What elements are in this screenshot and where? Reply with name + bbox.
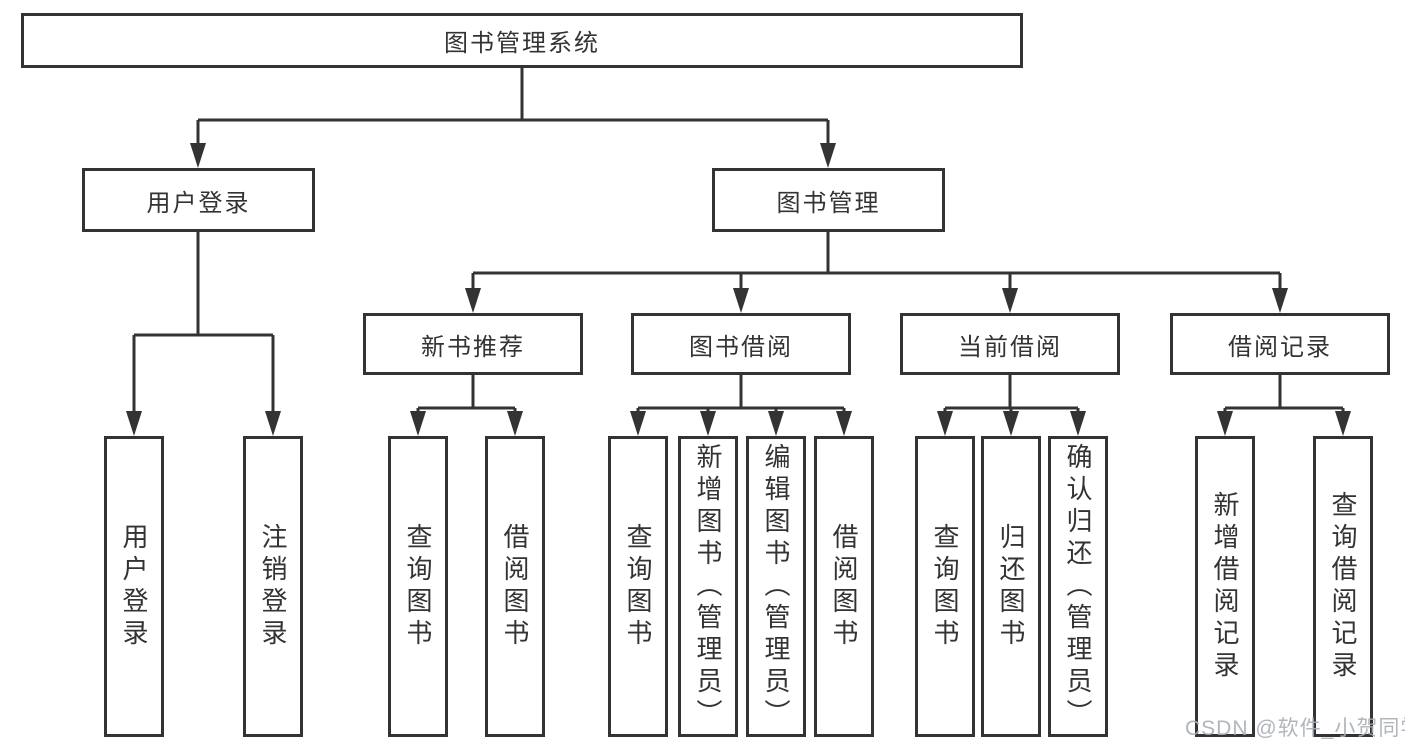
node-logout-label: 注销登录	[258, 522, 288, 651]
node-query-borrow-record: 查询借阅记录	[1313, 436, 1373, 737]
node-confirm-return-admin-label: 确认归还（管理员）	[1063, 442, 1093, 731]
node-query-books-current-label: 查询图书	[930, 522, 960, 651]
node-logout: 注销登录	[243, 436, 303, 737]
node-library-management-system: 图书管理系统	[21, 13, 1023, 68]
node-borrow-books-label: 借阅图书	[829, 522, 859, 651]
node-return-books-label: 归还图书	[996, 522, 1026, 651]
node-borrow-books-recommend: 借阅图书	[485, 436, 545, 737]
node-add-book-admin-label: 新增图书（管理员）	[693, 442, 723, 731]
node-user-login-leaf-label: 用户登录	[119, 522, 149, 651]
node-new-book-recommendation-label: 新书推荐	[421, 333, 525, 361]
node-query-books-borrowing: 查询图书	[608, 436, 668, 737]
node-borrow-books: 借阅图书	[814, 436, 874, 737]
node-borrowing-records: 借阅记录	[1170, 313, 1390, 375]
node-library-management-system-label: 图书管理系统	[444, 30, 600, 57]
node-query-books-current: 查询图书	[915, 436, 975, 737]
node-user-login-leaf: 用户登录	[104, 436, 164, 737]
node-query-borrow-record-label: 查询借阅记录	[1328, 490, 1358, 683]
node-book-borrowing: 图书借阅	[631, 313, 851, 375]
node-book-management-label: 图书管理	[776, 189, 881, 217]
node-borrowing-records-label: 借阅记录	[1228, 333, 1332, 361]
node-query-books-borrowing-label: 查询图书	[623, 522, 653, 651]
node-add-borrow-record: 新增借阅记录	[1195, 436, 1255, 737]
node-user-login: 用户登录	[82, 168, 315, 232]
node-borrow-books-recommend-label: 借阅图书	[500, 522, 530, 651]
node-add-book-admin: 新增图书（管理员）	[678, 436, 738, 737]
csdn-watermark: CSDN @软件_小贺同学	[1185, 717, 1405, 740]
node-current-borrowing-label: 当前借阅	[958, 333, 1062, 361]
node-edit-book-admin: 编辑图书（管理员）	[746, 436, 806, 737]
node-query-books-recommend-label: 查询图书	[403, 522, 433, 651]
node-query-books-recommend: 查询图书	[388, 436, 448, 737]
node-book-borrowing-label: 图书借阅	[689, 333, 793, 361]
node-book-management: 图书管理	[712, 168, 945, 232]
node-user-login-label: 用户登录	[146, 189, 251, 217]
node-new-book-recommendation: 新书推荐	[363, 313, 583, 375]
node-confirm-return-admin: 确认归还（管理员）	[1048, 436, 1108, 737]
arrowheads	[126, 143, 1351, 436]
node-current-borrowing: 当前借阅	[900, 313, 1120, 375]
node-edit-book-admin-label: 编辑图书（管理员）	[761, 442, 791, 731]
node-return-books: 归还图书	[981, 436, 1041, 737]
node-add-borrow-record-label: 新增借阅记录	[1210, 490, 1240, 683]
